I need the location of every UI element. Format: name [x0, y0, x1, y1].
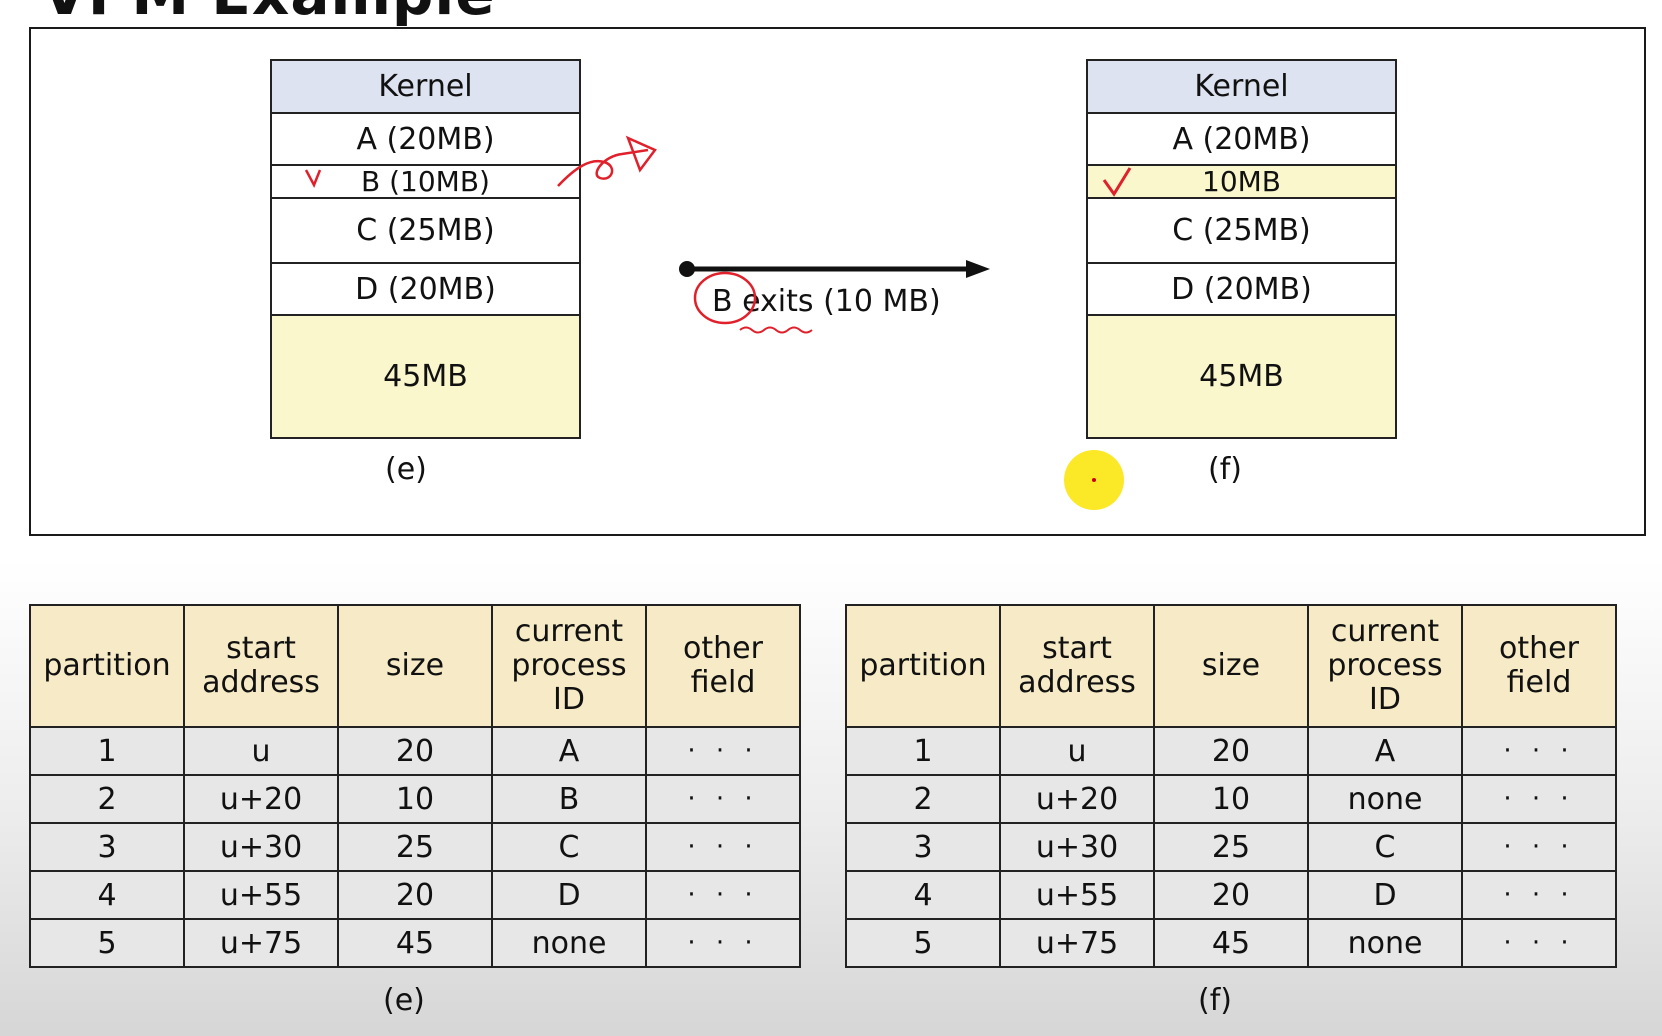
table-cell: 1 [845, 726, 1001, 776]
table-cell: · · · [1461, 726, 1617, 776]
table-header-row: partition start address size current pro… [845, 604, 1617, 728]
table-cell: 2 [29, 774, 185, 824]
table-cell: A [491, 726, 647, 776]
column-header: start address [183, 604, 339, 728]
table-row: 5 u+75 45 none · · · [29, 918, 801, 968]
table-cell: · · · [1461, 822, 1617, 872]
column-header: other field [1461, 604, 1617, 728]
figure-caption-e: (e) [385, 452, 427, 487]
table-row: 2 u+20 10 B · · · [29, 774, 801, 824]
table-cell: 45 [337, 918, 493, 968]
free-block: 45MB [272, 316, 579, 437]
table-cell: · · · [645, 822, 801, 872]
table-row: 4 u+55 20 D · · · [29, 870, 801, 920]
slide-title: VPM Example [42, 0, 496, 28]
laser-pointer [1064, 450, 1124, 510]
table-cell: · · · [1461, 918, 1617, 968]
process-c-block: C (25MB) [1088, 199, 1395, 264]
table-cell: 25 [337, 822, 493, 872]
column-header: start address [999, 604, 1155, 728]
table-cell: 3 [29, 822, 185, 872]
table-cell: 3 [845, 822, 1001, 872]
table-cell: 45 [1153, 918, 1309, 968]
column-header: size [1153, 604, 1309, 728]
table-cell: u+75 [999, 918, 1155, 968]
table-cell: 2 [845, 774, 1001, 824]
table-caption-e: (e) [383, 983, 425, 1018]
table-cell: · · · [645, 918, 801, 968]
column-header: other field [645, 604, 801, 728]
table-cell: u+55 [999, 870, 1155, 920]
process-a-block: A (20MB) [1088, 114, 1395, 166]
table-cell: u+20 [999, 774, 1155, 824]
process-d-block: D (20MB) [272, 264, 579, 316]
table-cell: · · · [645, 726, 801, 776]
table-cell: u+30 [999, 822, 1155, 872]
table-cell: 25 [1153, 822, 1309, 872]
process-a-block: A (20MB) [272, 114, 579, 166]
table-cell: · · · [1461, 870, 1617, 920]
kernel-block: Kernel [1088, 61, 1395, 114]
table-row: 2 u+20 10 none · · · [845, 774, 1617, 824]
table-cell: 4 [845, 870, 1001, 920]
table-cell: none [1307, 774, 1463, 824]
table-cell: 10 [337, 774, 493, 824]
partition-table-f: partition start address size current pro… [845, 604, 1617, 968]
table-cell: 20 [337, 870, 493, 920]
table-cell: u [183, 726, 339, 776]
freed-hole-block: 10MB [1088, 165, 1395, 199]
table-header-row: partition start address size current pro… [29, 604, 801, 728]
transition-arrow [679, 260, 990, 278]
table-cell: D [491, 870, 647, 920]
table-cell: · · · [1461, 774, 1617, 824]
table-cell: u+20 [183, 774, 339, 824]
process-d-block: D (20MB) [1088, 264, 1395, 316]
table-cell: D [1307, 870, 1463, 920]
column-header: size [337, 604, 493, 728]
table-cell: · · · [645, 870, 801, 920]
column-header: partition [29, 604, 185, 728]
column-header: current process ID [1307, 604, 1463, 728]
process-b-block: B (10MB) [272, 165, 579, 199]
table-cell: 10 [1153, 774, 1309, 824]
process-c-block: C (25MB) [272, 199, 579, 264]
table-cell: 20 [1153, 870, 1309, 920]
table-cell: 20 [337, 726, 493, 776]
table-cell: 1 [29, 726, 185, 776]
figure-caption-f: (f) [1208, 452, 1242, 487]
table-cell: u+30 [183, 822, 339, 872]
table-caption-f: (f) [1198, 983, 1232, 1018]
table-cell: · · · [645, 774, 801, 824]
table-cell: none [1307, 918, 1463, 968]
table-row: 1 u 20 A · · · [29, 726, 801, 776]
table-row: 3 u+30 25 C · · · [29, 822, 801, 872]
table-cell: 20 [1153, 726, 1309, 776]
kernel-block: Kernel [272, 61, 579, 114]
transition-label: B exits (10 MB) [712, 284, 941, 319]
table-cell: none [491, 918, 647, 968]
table-cell: A [1307, 726, 1463, 776]
table-cell: u+55 [183, 870, 339, 920]
table-cell: 4 [29, 870, 185, 920]
table-row: 3 u+30 25 C · · · [845, 822, 1617, 872]
free-block: 45MB [1088, 316, 1395, 437]
table-cell: C [1307, 822, 1463, 872]
table-row: 1 u 20 A · · · [845, 726, 1617, 776]
memory-map-e: Kernel A (20MB) B (10MB) C (25MB) D (20M… [270, 59, 581, 439]
table-cell: B [491, 774, 647, 824]
table-row: 4 u+55 20 D · · · [845, 870, 1617, 920]
table-cell: C [491, 822, 647, 872]
memory-map-f: Kernel A (20MB) 10MB C (25MB) D (20MB) 4… [1086, 59, 1397, 439]
column-header: current process ID [491, 604, 647, 728]
partition-table-e: partition start address size current pro… [29, 604, 801, 968]
table-cell: u+75 [183, 918, 339, 968]
table-cell: 5 [845, 918, 1001, 968]
column-header: partition [845, 604, 1001, 728]
table-row: 5 u+75 45 none · · · [845, 918, 1617, 968]
table-cell: 5 [29, 918, 185, 968]
table-cell: u [999, 726, 1155, 776]
